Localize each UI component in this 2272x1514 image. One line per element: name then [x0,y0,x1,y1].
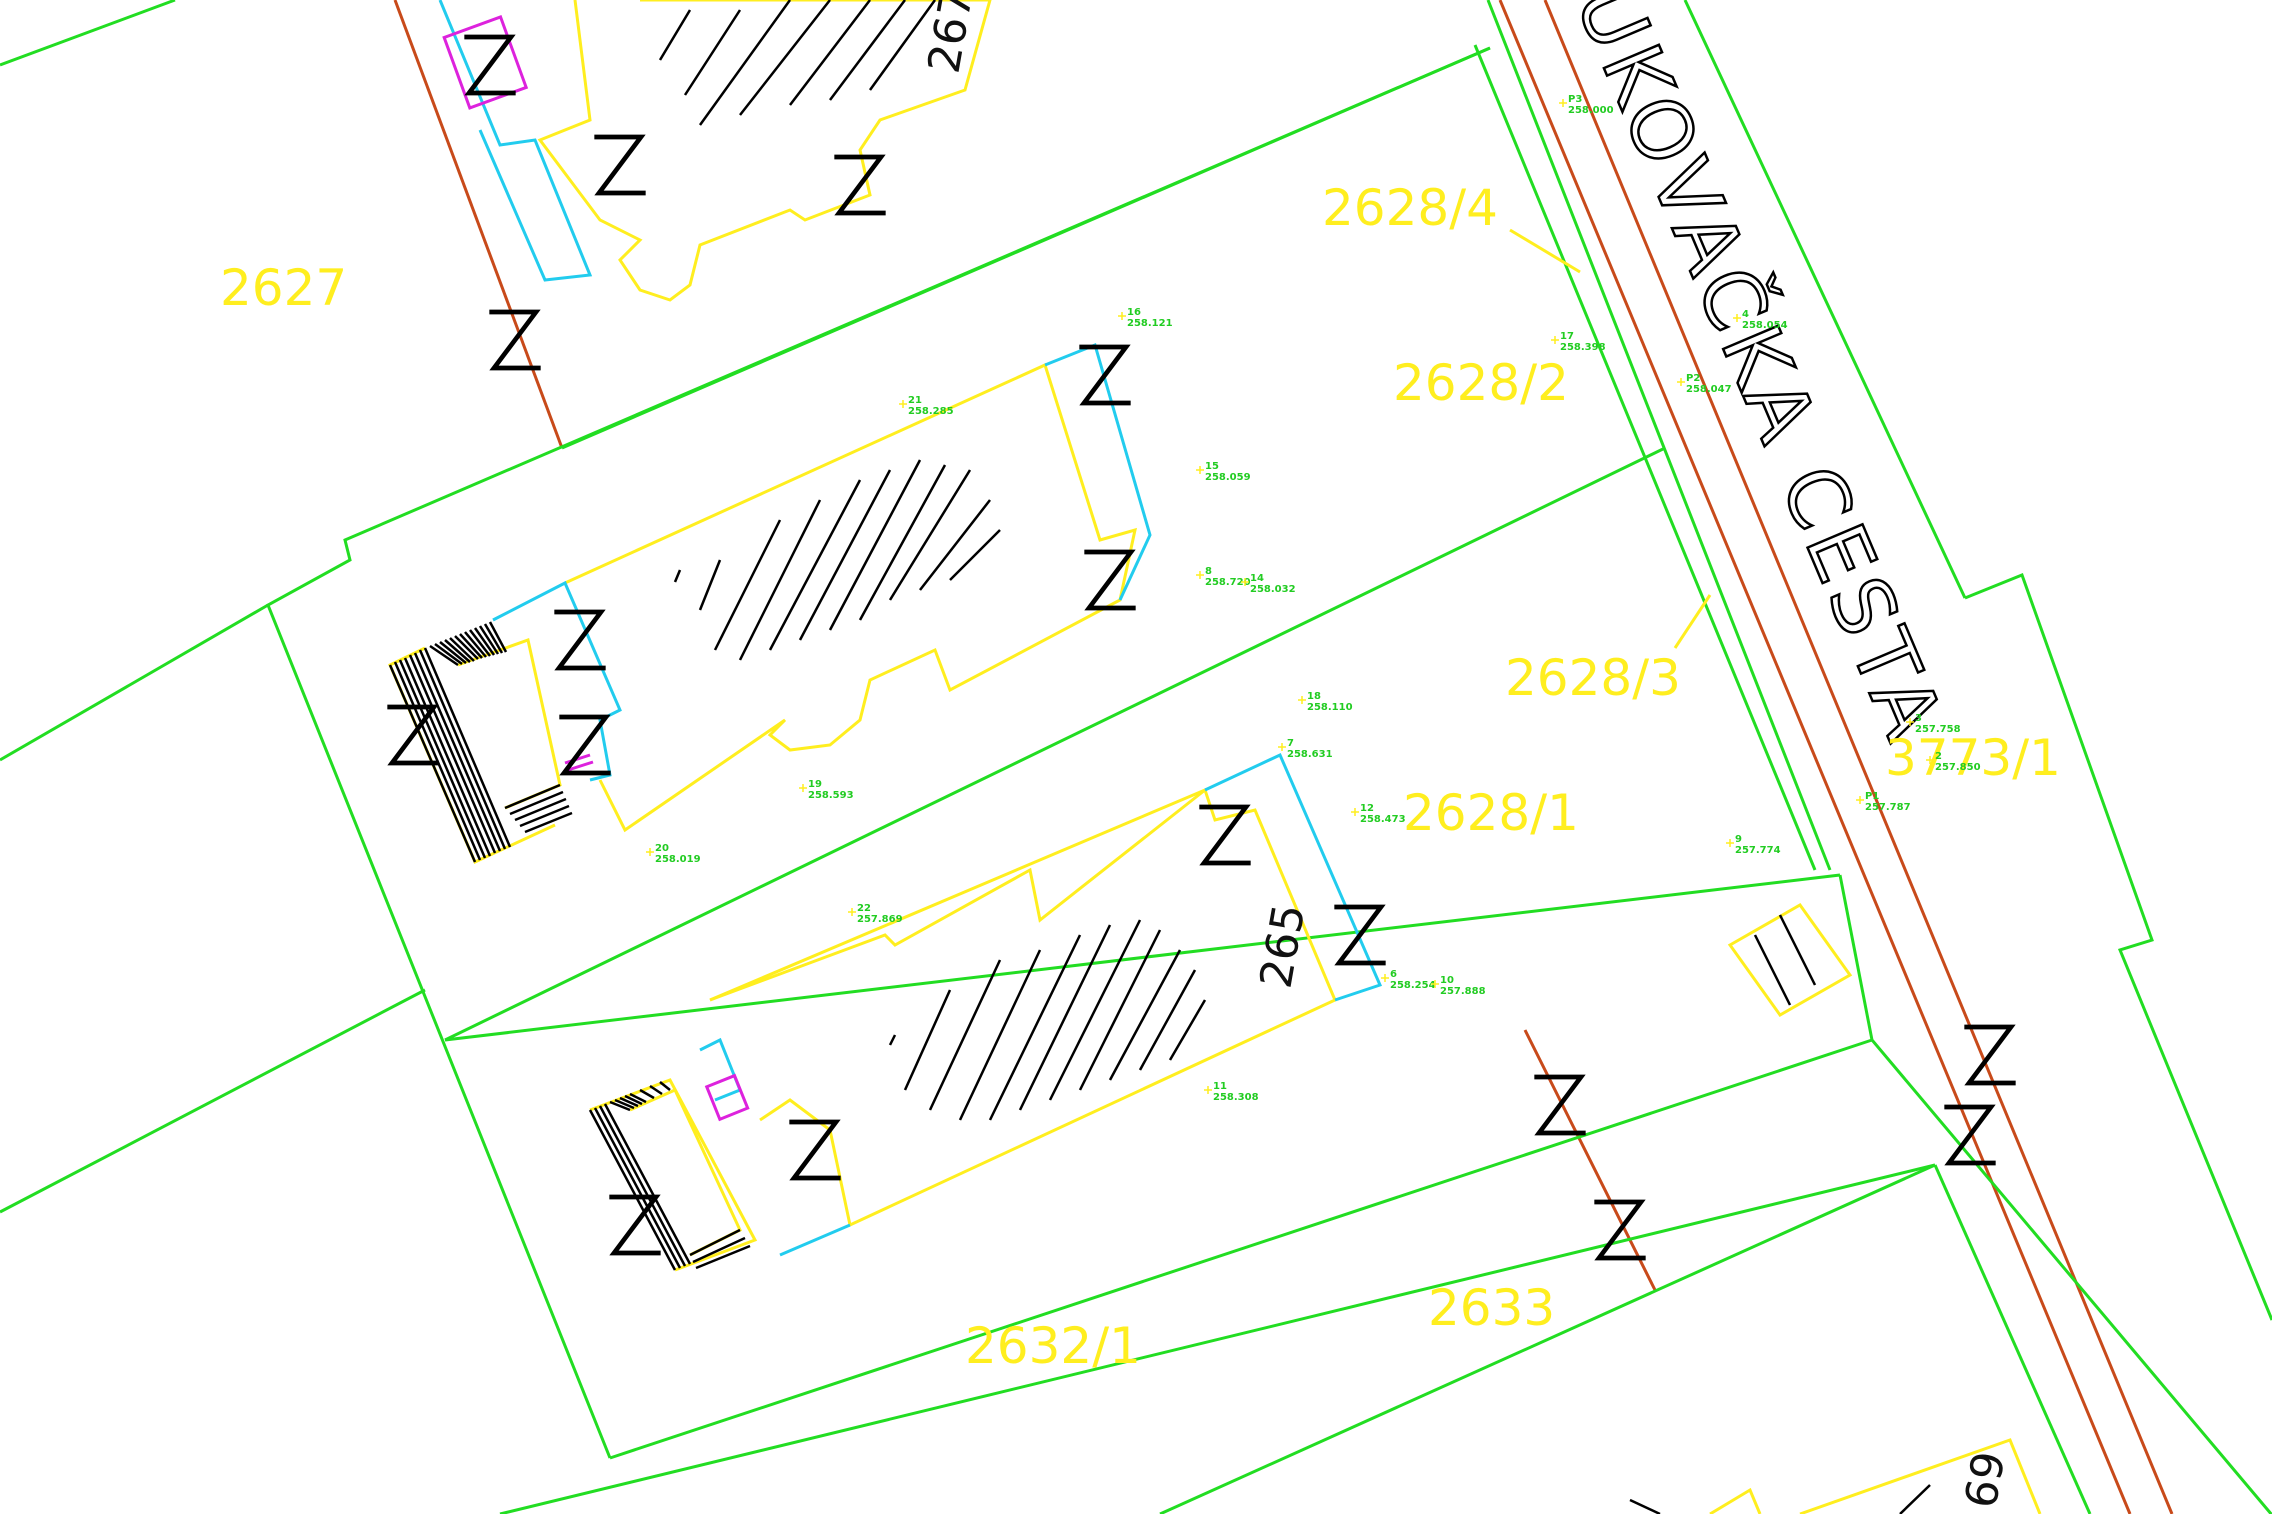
survey-point-elevation: 258.054 [1742,320,1788,331]
parcel-label-2633: 2633 [1428,1279,1555,1337]
road-edges [393,0,2174,1514]
survey-point-elevation: 257.888 [1440,986,1486,997]
survey-point-id: 21 [908,395,922,406]
survey-point-id: 11 [1213,1081,1227,1092]
survey-point-id: 6 [1390,969,1397,980]
survey-point-elevation: 257.758 [1915,724,1961,735]
survey-point-id: 15 [1205,461,1219,472]
survey-point-id: 22 [857,903,871,914]
survey-point-elevation: 257.869 [857,914,903,925]
survey-point-elevation: 258.593 [808,790,854,801]
parcel-label-2632-1: 2632/1 [965,1317,1141,1375]
survey-point-elevation: 257.787 [1865,802,1911,813]
survey-point-elevation: 258.398 [1560,342,1606,353]
survey-point-elevation: 258.032 [1250,584,1296,595]
survey-point-id: 12 [1360,803,1374,814]
survey-point-elevation: 258.019 [655,854,701,865]
survey-point-id: P3 [1568,94,1582,105]
parcel-label-2628-2: 2628/2 [1393,354,1569,412]
house-number-69: 69 [1956,1448,2016,1512]
survey-point-elevation: 258.047 [1686,384,1732,395]
shed [1727,903,1853,1017]
survey-point-elevation: 258.720 [1205,577,1251,588]
survey-point-id: 19 [808,779,822,790]
parcel-labels: 2627 2628/4 2628/2 2628/3 2628/1 3773/1 … [220,179,2061,1375]
building-265 [588,752,1383,1272]
survey-point-id: P1 [1865,791,1879,802]
survey-point-elevation: 258.473 [1360,814,1406,825]
label-leaders [1509,228,1712,649]
survey-point-elevation: 258.285 [908,406,954,417]
parcel-label-2627: 2627 [220,259,347,317]
parcel-label-2628-3: 2628/3 [1505,649,1681,707]
survey-point-elevation: 258.000 [1568,105,1614,116]
survey-point-elevation: 257.774 [1735,845,1781,856]
survey-point-id: 10 [1440,975,1454,986]
survey-point-elevation: 258.308 [1213,1092,1259,1103]
survey-point-elevation: 258.110 [1307,702,1353,713]
survey-point-elevation: 257.850 [1935,762,1981,773]
survey-point-elevation: 258.121 [1127,318,1173,329]
survey-point-id: 16 [1127,307,1141,318]
survey-point-id: 20 [655,843,669,854]
parcel-label-2628-1: 2628/1 [1403,784,1579,842]
survey-point-elevation: 258.059 [1205,472,1251,483]
survey-point-id: 4 [1742,309,1749,320]
survey-point-id: 7 [1287,738,1294,749]
survey-point-id: P2 [1686,373,1700,384]
building-267 [438,0,992,302]
survey-point-elevation: 258.254 [1390,980,1436,991]
survey-point-id: 2 [1935,751,1942,762]
survey-point-elevation: 258.631 [1287,749,1333,760]
survey-point-id: 14 [1250,573,1264,584]
survey-point-id: 8 [1205,566,1212,577]
survey-point-id: 17 [1560,331,1574,342]
building-69 [1629,1438,2042,1514]
survey-point-id: 3 [1915,713,1922,724]
parcel-label-2628-4: 2628/4 [1322,179,1498,237]
survey-points: P3258.00016258.12117258.398P2258.0474258… [646,94,1981,1103]
survey-point-id: 9 [1735,834,1742,845]
parcel-label-3773-1: 3773/1 [1885,729,2061,787]
survey-point-id: 18 [1307,691,1321,702]
